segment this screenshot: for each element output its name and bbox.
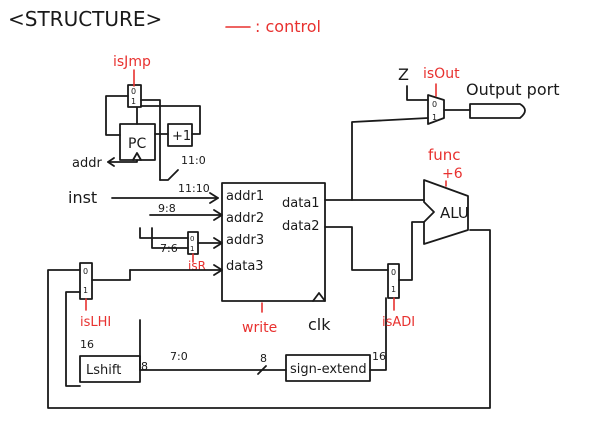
inst-bits-b: 9:8 <box>158 202 176 215</box>
diagram-title: <STRUCTURE> <box>8 7 162 31</box>
islhi-mux-in1: 1 <box>83 286 88 295</box>
w16-right-label: 16 <box>372 350 386 363</box>
pc-section: 0 1 isJmp PC +1 addr 11:0 <box>72 54 206 181</box>
islhi-mux-in0: 0 <box>83 267 88 276</box>
regfile-data2: data2 <box>282 219 320 234</box>
isadi-mux-in1: 1 <box>391 285 396 294</box>
isr-mux-in0: 0 <box>190 235 194 243</box>
inst-bits-a: 11:10 <box>178 182 210 195</box>
output-port <box>469 103 526 119</box>
z-label: Z <box>398 65 409 84</box>
isout-mux <box>427 94 445 125</box>
alu-label: ALU <box>440 204 469 222</box>
regfile-addr2: addr2 <box>226 211 264 226</box>
regfile-addr3: addr3 <box>226 233 264 248</box>
isjmp-mux-in1: 1 <box>131 97 136 106</box>
islhi-label: isLHI <box>80 315 111 330</box>
pc-bits-label: 11:0 <box>181 154 206 167</box>
regfile-data1: data1 <box>282 196 320 211</box>
register-file: addr1 addr2 addr3 data3 data1 data2 <box>221 182 326 302</box>
isr-mux-in1: 1 <box>190 245 194 253</box>
isadi-mux-in0: 0 <box>391 268 396 277</box>
lshift-label: Lshift <box>86 363 121 378</box>
isout-mux-in1: 1 <box>432 113 437 122</box>
plus-one-label: +1 <box>172 129 191 144</box>
imm-bits-label: 7:0 <box>170 350 188 363</box>
inst-label: inst <box>68 188 97 207</box>
w16-left-label: 16 <box>80 338 94 351</box>
regfile-addr1: addr1 <box>226 189 264 204</box>
func-width-label: +6 <box>442 166 463 182</box>
addr-label: addr <box>72 156 102 171</box>
isjmp-label: isJmp <box>113 54 151 70</box>
alu-block <box>423 179 469 245</box>
sign-extend-block <box>285 354 371 382</box>
pc-label: PC <box>128 136 146 152</box>
clk-label: clk <box>308 315 331 334</box>
write-label: write <box>242 320 277 336</box>
isout-mux-in0: 0 <box>432 100 437 109</box>
isadi-label: isADI <box>382 315 415 330</box>
w8-label: 8 <box>260 352 267 365</box>
lshift-out-width: 8 <box>141 360 148 373</box>
sign-extend-label: sign-extend <box>290 362 367 377</box>
func-label: func <box>428 146 461 164</box>
plus-one-adder <box>167 123 193 147</box>
legend-control-label: : control <box>255 17 321 36</box>
output-port-label: Output port <box>466 80 559 99</box>
regfile-data3: data3 <box>226 259 264 274</box>
isjmp-mux-in0: 0 <box>131 87 136 96</box>
isout-label: isOut <box>423 66 460 82</box>
